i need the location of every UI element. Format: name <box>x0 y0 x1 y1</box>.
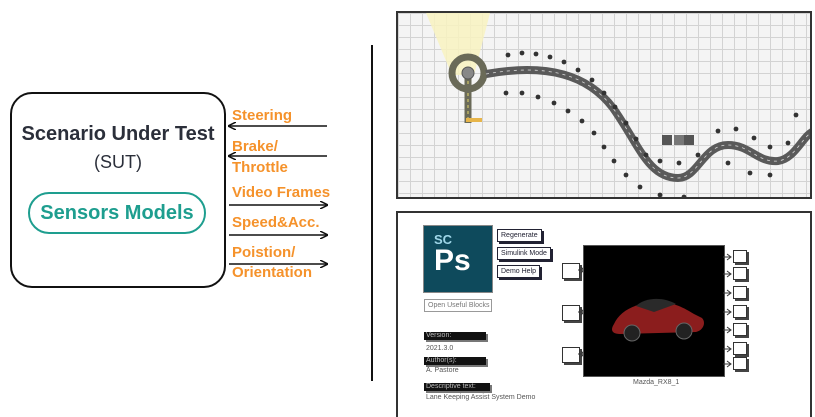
output-port-4[interactable] <box>733 305 747 318</box>
logo-ps-text: Ps <box>434 244 471 277</box>
output-port-1[interactable] <box>733 250 747 263</box>
regenerate-button[interactable]: Regenerate <box>497 229 542 242</box>
output-arrows <box>723 253 732 368</box>
open-useful-blocks-button[interactable]: Open Useful Blocks <box>424 299 492 312</box>
output-port-2[interactable] <box>733 267 747 280</box>
author-label: Author(s): <box>424 357 486 365</box>
road-track <box>426 13 810 197</box>
car-render-icon <box>612 298 704 342</box>
signal-steering: Steering <box>232 107 293 124</box>
signal-brake-line1: Brake/ <box>232 138 278 155</box>
sut-subtitle: (SUT) <box>94 152 142 172</box>
vehicle-3d-view-block[interactable] <box>583 245 725 377</box>
signal-position-line2: Orientation <box>232 264 313 281</box>
sut-block <box>10 92 226 288</box>
demo-help-button[interactable]: Demo Help <box>497 265 541 278</box>
sensors-models-badge: Sensors Models <box>28 192 206 234</box>
vehicle-input-port[interactable] <box>562 347 580 363</box>
logo-sc-text: SC <box>434 232 453 247</box>
road-input-port[interactable] <box>562 305 580 321</box>
desc-value: Lane Keeping Assist System Demo <box>426 394 536 401</box>
simulink-mode-button[interactable]: Simulink Mode <box>497 247 551 260</box>
camera-input-port[interactable] <box>562 263 580 279</box>
output-port-6[interactable] <box>733 342 747 355</box>
output-port-3[interactable] <box>733 286 747 299</box>
author-value: A. Pastore <box>426 367 459 374</box>
desc-label: Descriptive text: <box>424 383 490 391</box>
output-port-7[interactable] <box>733 357 747 370</box>
section-divider <box>371 45 373 381</box>
scenario-map-view[interactable] <box>396 11 812 199</box>
signal-speed-acc: Speed&Acc. <box>232 214 320 231</box>
signal-video-frames: Video Frames <box>232 184 331 201</box>
scps-logo[interactable] <box>423 225 493 293</box>
output-port-5[interactable] <box>733 323 747 336</box>
signal-brake-line2: Throttle <box>232 159 288 176</box>
sut-title: Scenario Under Test <box>21 123 215 145</box>
version-label: Version: <box>424 332 486 340</box>
signal-position-line1: Poistion/ <box>232 244 296 261</box>
version-value: 2021.3.0 <box>426 345 454 352</box>
block-name-label: Mazda_RX8_1 <box>633 379 680 386</box>
